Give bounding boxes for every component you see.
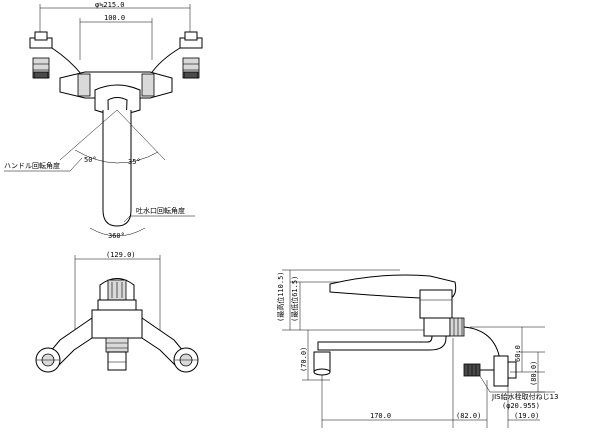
thread-dia: (φ20.955) <box>502 402 540 410</box>
dim-80: (80.0) <box>530 361 538 386</box>
label-spout-rotation: 吐水口回転角度 <box>136 206 185 215</box>
angle-right: 35° <box>128 158 141 166</box>
dim-82: (82.0) <box>456 412 481 420</box>
side-view: (最高位110.5) (最低位61.5) (70.0) <box>276 269 558 428</box>
angle-spout: 360° <box>108 232 125 240</box>
dim-top-overall: φ≒215.0 <box>95 1 125 9</box>
dim-height-1: (最高位110.5) <box>276 271 285 322</box>
dim-60: 60.0 <box>514 345 522 362</box>
dim-19: (19.0) <box>514 412 539 420</box>
dim-170: 170.0 <box>370 412 391 420</box>
dim-70: (70.0) <box>300 347 308 372</box>
dim-handle-width: (129.0) <box>106 251 136 259</box>
top-view: φ≒215.0 100.0 5 <box>4 1 203 240</box>
dim-height-2: (最低位61.5) <box>290 276 299 322</box>
front-view: (129.0) <box>35 251 199 373</box>
label-handle-rotation: ハンドル回転角度 <box>4 161 60 170</box>
angle-left: 50° <box>84 156 97 164</box>
dim-top-inner: 100.0 <box>104 14 125 22</box>
thread-spec: JIS給水栓取付ねじ13 <box>491 392 558 401</box>
